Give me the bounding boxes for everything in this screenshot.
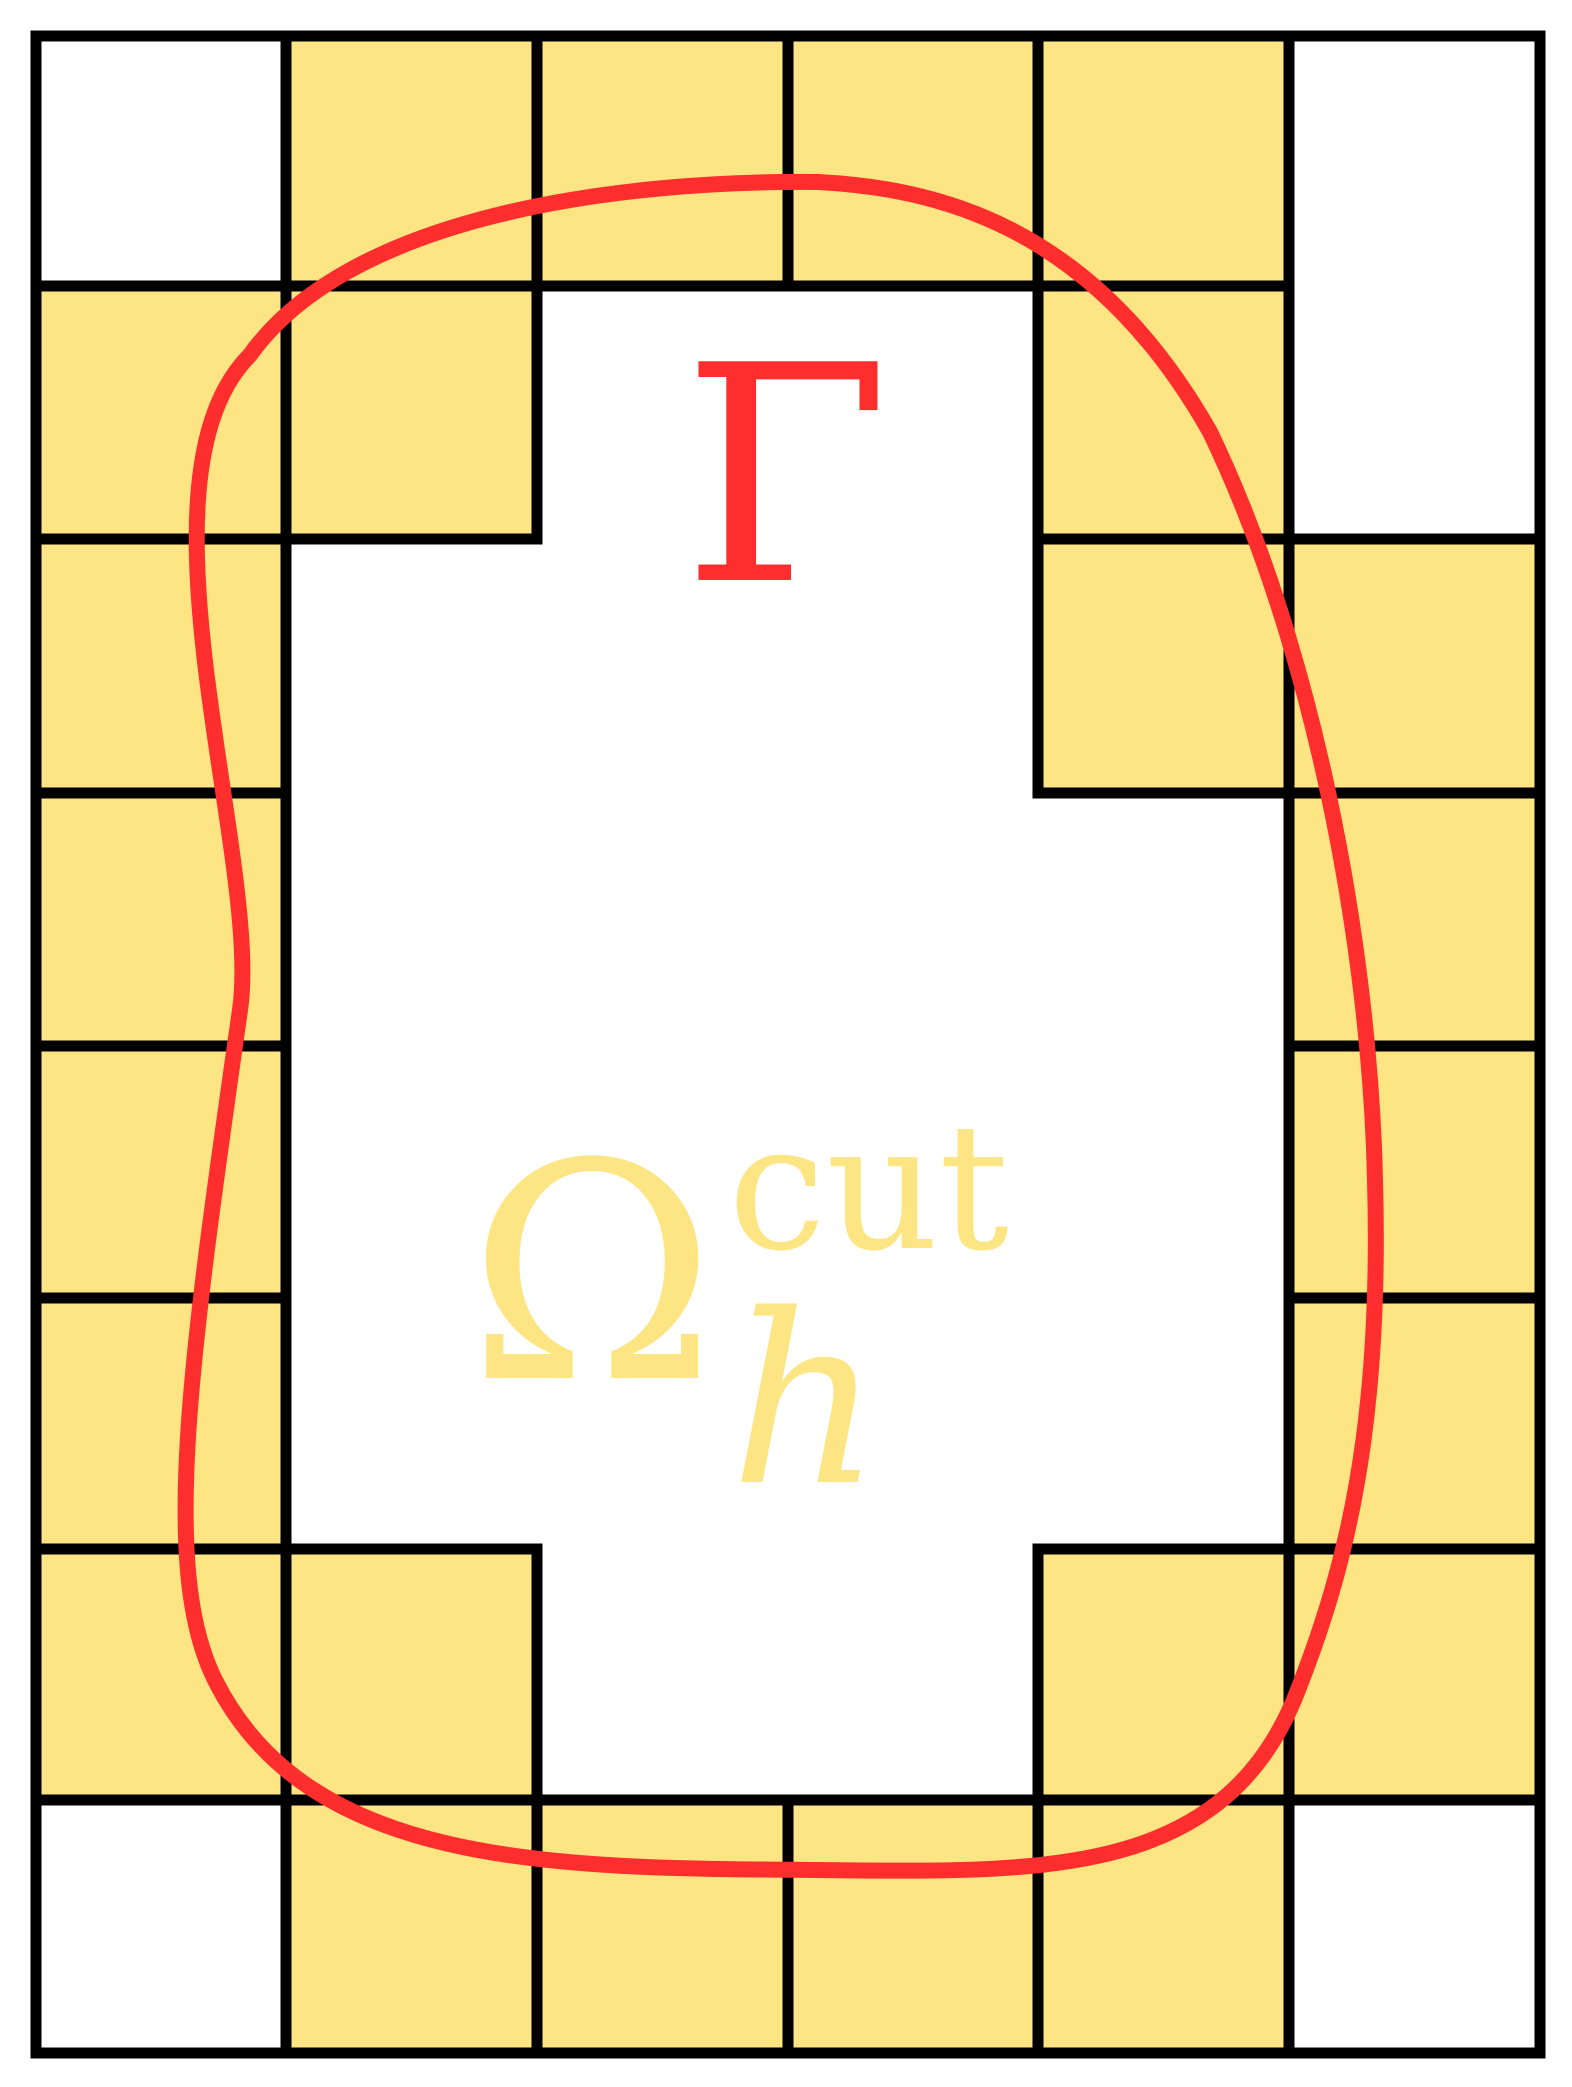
cut-cell <box>1038 36 1289 286</box>
empty-cell <box>36 1800 286 2053</box>
cut-cell <box>1038 1549 1289 1800</box>
cut-cell <box>36 1298 286 1549</box>
empty-cell <box>1038 793 1289 1046</box>
cut-cell <box>788 36 1038 286</box>
cut-cell <box>286 286 537 539</box>
interface-curve <box>177 173 1384 1879</box>
empty-cell <box>788 793 1038 1046</box>
empty-cell <box>788 1298 1038 1549</box>
empty-cell <box>537 286 788 539</box>
empty-cell <box>537 1549 788 1800</box>
cut-cell <box>788 1800 1038 2053</box>
empty-cell <box>286 1046 537 1298</box>
empty-cell <box>788 1549 1038 1800</box>
cut-cell <box>1289 539 1540 793</box>
cut-cell <box>36 1549 286 1800</box>
empty-cell <box>286 539 537 793</box>
cut-cell <box>1289 1298 1540 1549</box>
empty-cell <box>36 36 286 286</box>
omega-symbol: Ω <box>468 1100 717 1449</box>
cut-cell <box>1289 793 1540 1046</box>
cut-cell <box>1038 286 1289 539</box>
empty-cell <box>537 1046 788 1298</box>
cut-cell <box>36 539 286 793</box>
empty-cell <box>1289 1800 1540 2053</box>
empty-cell <box>1289 36 1540 286</box>
omega-subscript: h <box>730 1265 881 1538</box>
empty-cell <box>537 1298 788 1549</box>
empty-cell <box>1038 1298 1289 1549</box>
gamma-label: Γ <box>682 302 890 651</box>
cut-cell <box>1289 1046 1540 1298</box>
empty-cell <box>788 1046 1038 1298</box>
grid-lines <box>30 30 1546 2059</box>
omega-label: Ω cut h <box>468 1087 1009 1538</box>
cut-cell <box>286 1549 537 1800</box>
empty-cell <box>788 539 1038 793</box>
cut-cell <box>36 286 286 539</box>
cut-cell <box>36 1046 286 1298</box>
empty-cell <box>286 793 537 1046</box>
empty-cell <box>1289 286 1540 539</box>
empty-cell <box>788 286 1038 539</box>
empty-cell <box>286 1298 537 1549</box>
cut-cell <box>1038 539 1289 793</box>
omega-superscript: cut <box>728 1087 1009 1290</box>
empty-cell <box>537 793 788 1046</box>
empty-cell <box>537 539 788 793</box>
cut-cell <box>537 1800 788 2053</box>
cut-cell <box>537 36 788 286</box>
empty-cell <box>1038 1046 1289 1298</box>
cut-cell <box>36 793 286 1046</box>
